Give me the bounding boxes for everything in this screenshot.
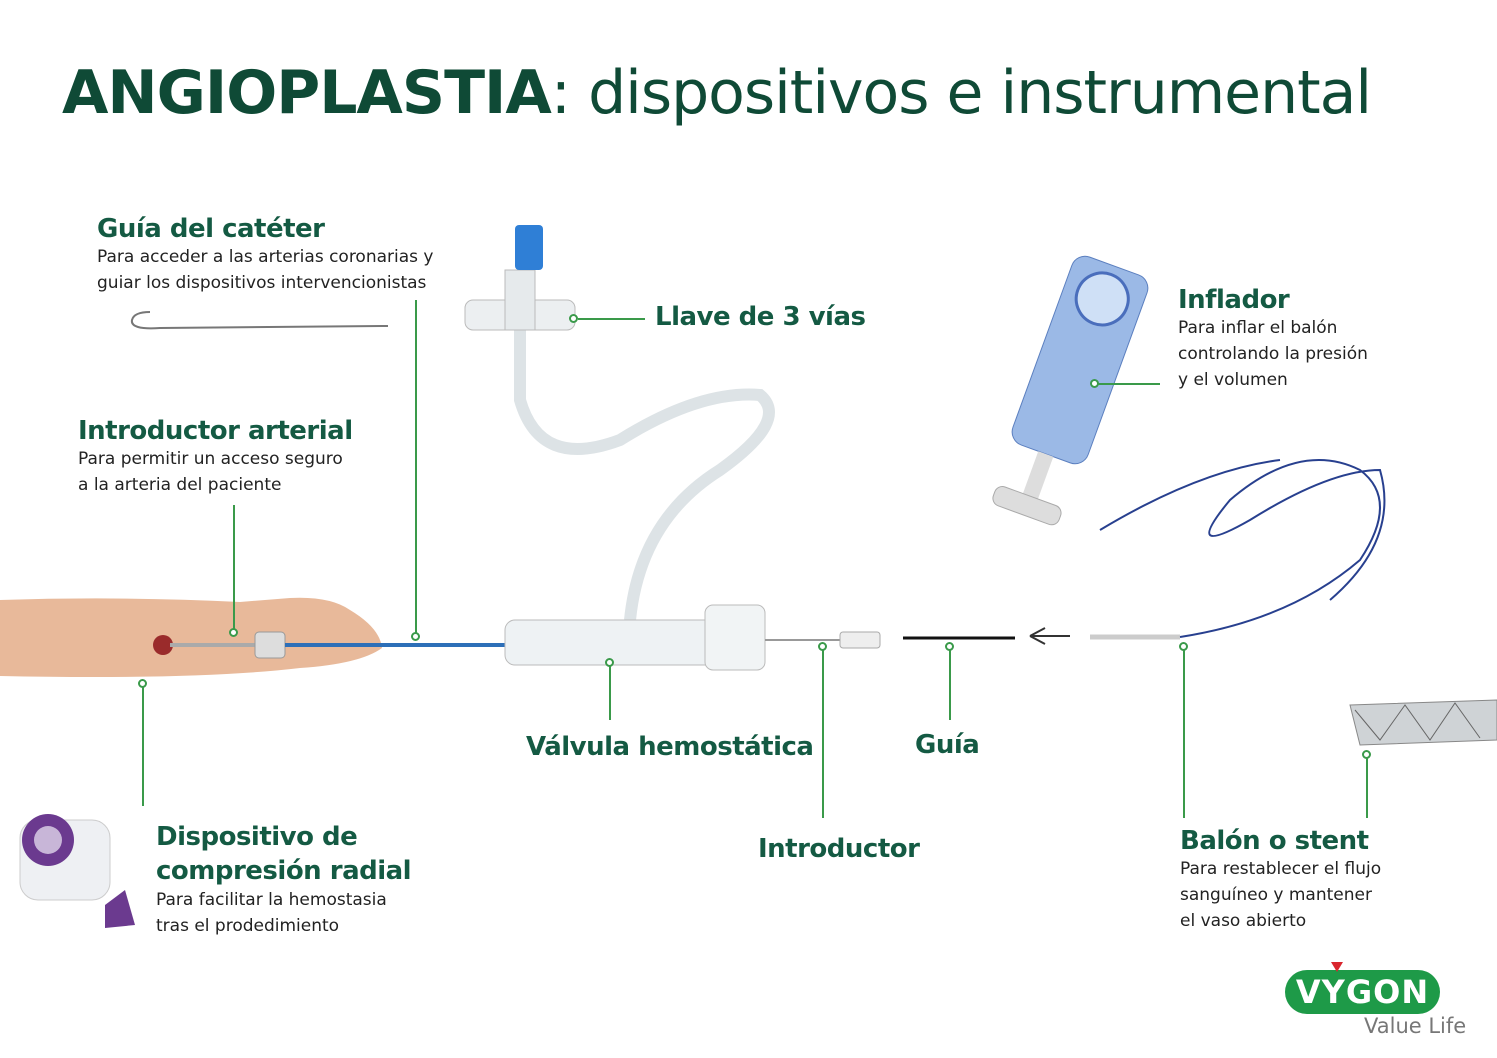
connector-guia	[949, 648, 951, 720]
label-desc: guiar los dispositivos intervencionistas	[97, 273, 427, 293]
label-desc: controlando la presión	[1178, 344, 1368, 364]
label-balon: Balón o stent Para restablecer el flujo …	[1180, 826, 1381, 934]
connector-dot	[138, 679, 147, 688]
label-title: Dispositivo de	[156, 822, 358, 852]
radial-compression-device-image	[19, 814, 135, 928]
label-inflador: Inflador Para inflar el balón controland…	[1178, 285, 1368, 393]
connector-llave	[578, 318, 645, 320]
label-desc: tras el prodedimiento	[156, 916, 340, 936]
inflator-image	[992, 255, 1149, 526]
label-guia-cateter: Guía del catéter Para acceder a las arte…	[97, 214, 433, 296]
page-title: ANGIOPLASTIA: dispositivos e instrumenta…	[62, 58, 1372, 128]
connector-dot	[818, 642, 827, 651]
connector-dot	[605, 658, 614, 667]
connector-dot	[411, 632, 420, 641]
label-desc: Para acceder a las arterias coronarias y	[97, 247, 434, 267]
connector-stent	[1366, 756, 1368, 818]
connector-guia-cateter	[415, 300, 417, 637]
label-desc: Para inflar el balón	[1178, 318, 1338, 338]
connector-dot	[229, 628, 238, 637]
label-title: Inflador	[1178, 285, 1290, 315]
stent-image	[1349, 699, 1497, 746]
connector-compresion	[142, 684, 144, 806]
label-title: Introductor arterial	[78, 416, 353, 446]
label-guia: Guía	[915, 730, 980, 760]
label-desc: Para permitir un acceso seguro	[78, 449, 343, 469]
label-desc: el vaso abierto	[1180, 911, 1307, 931]
guide-wire-image	[130, 311, 389, 330]
logo-tagline: Value Life	[1364, 1014, 1467, 1038]
label-introductor: Introductor	[758, 834, 920, 864]
label-desc: Para facilitar la hemostasia	[156, 890, 387, 910]
puncture-site	[153, 635, 173, 655]
label-title: compresión radial	[156, 856, 412, 886]
connector-dot	[1362, 750, 1371, 759]
label-llave: Llave de 3 vías	[655, 302, 866, 332]
stopcock-tubing	[514, 330, 775, 621]
connector-valvula	[609, 664, 611, 720]
label-compresion: Dispositivo de compresión radial Para fa…	[156, 819, 412, 939]
connector-dot	[569, 314, 578, 323]
label-desc: a la arteria del paciente	[78, 475, 282, 495]
label-desc: Para restablecer el flujo	[1180, 859, 1382, 879]
balloon-catheter-coil	[1179, 459, 1386, 638]
label-desc: y el volumen	[1178, 370, 1288, 390]
connector-balon	[1183, 648, 1185, 818]
connector-inflador	[1098, 383, 1160, 385]
label-desc: sanguíneo y mantener	[1180, 885, 1372, 905]
arrow-icon	[1029, 627, 1070, 645]
connector-introductor	[822, 648, 824, 818]
arm-image	[0, 597, 382, 677]
connector-dot	[1179, 642, 1188, 651]
label-title: Guía del catéter	[97, 214, 325, 244]
vygon-logo: VYGON	[1285, 970, 1440, 1014]
connector-dot	[945, 642, 954, 651]
label-introductor-arterial: Introductor arterial Para permitir un ac…	[78, 416, 353, 498]
label-title: Balón o stent	[1180, 826, 1369, 856]
connector-dot	[1090, 379, 1099, 388]
label-valvula: Válvula hemostática	[526, 732, 814, 762]
connector-introductor-arterial	[233, 505, 235, 632]
